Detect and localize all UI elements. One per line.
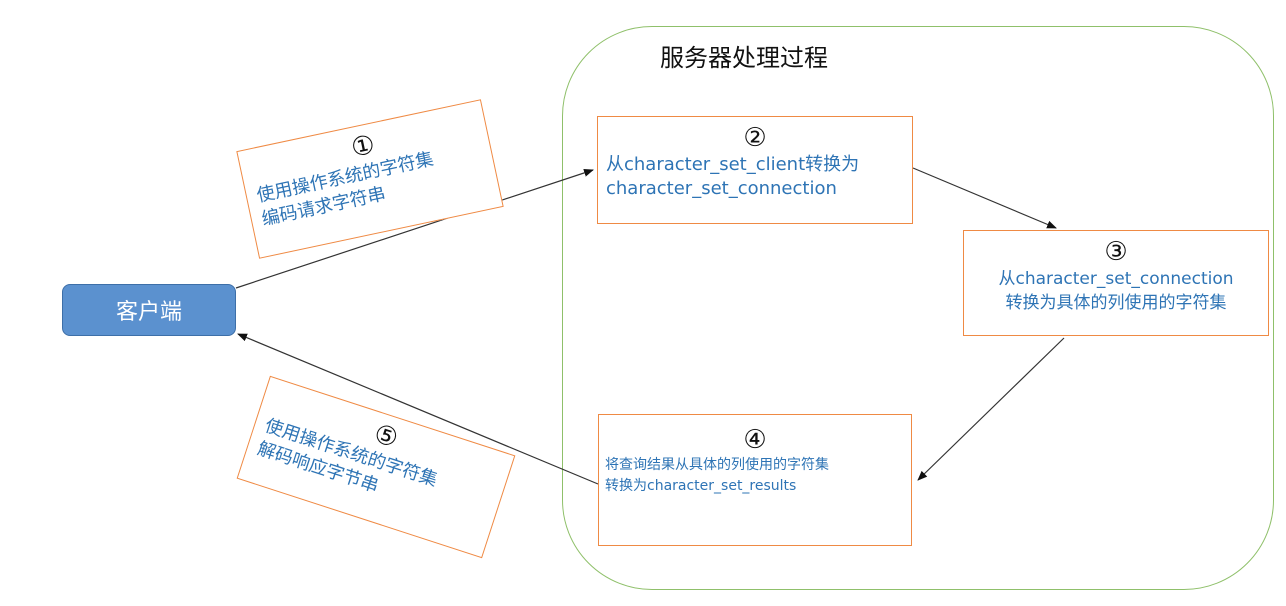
client-label: 客户端	[115, 300, 182, 325]
step-3-line-1: 从character_set_connection	[998, 269, 1234, 289]
arrow-client-to-step2	[235, 169, 594, 289]
step-3-number: ③	[1104, 237, 1128, 267]
step-2-box: ② 从character_set_client转换为 character_set…	[597, 116, 913, 224]
step-4-box: ④ 将查询结果从具体的列使用的字符集 转换为character_set_resu…	[598, 414, 912, 546]
step-4-line-1: 将查询结果从具体的列使用的字符集	[605, 457, 829, 473]
arrow-step2-to-step3	[912, 167, 1057, 229]
server-process-region	[562, 26, 1274, 590]
step-2-number: ②	[743, 123, 767, 153]
step-3-box: ③ 从character_set_connection 转换为具体的列使用的字符…	[963, 230, 1269, 336]
step-3-line-2: 转换为具体的列使用的字符集	[1005, 293, 1227, 313]
arrow-step3-to-step4	[917, 337, 1065, 481]
server-process-title: 服务器处理过程	[660, 44, 828, 72]
step-4-number: ④	[743, 425, 767, 455]
step-2-line-1: 从character_set_client转换为	[606, 154, 860, 175]
arrow-step4-to-client	[237, 333, 599, 485]
client-node: 客户端	[62, 284, 236, 336]
step-2-line-2: character_set_connection	[606, 178, 837, 199]
step-4-line-2: 转换为character_set_results	[605, 478, 797, 494]
